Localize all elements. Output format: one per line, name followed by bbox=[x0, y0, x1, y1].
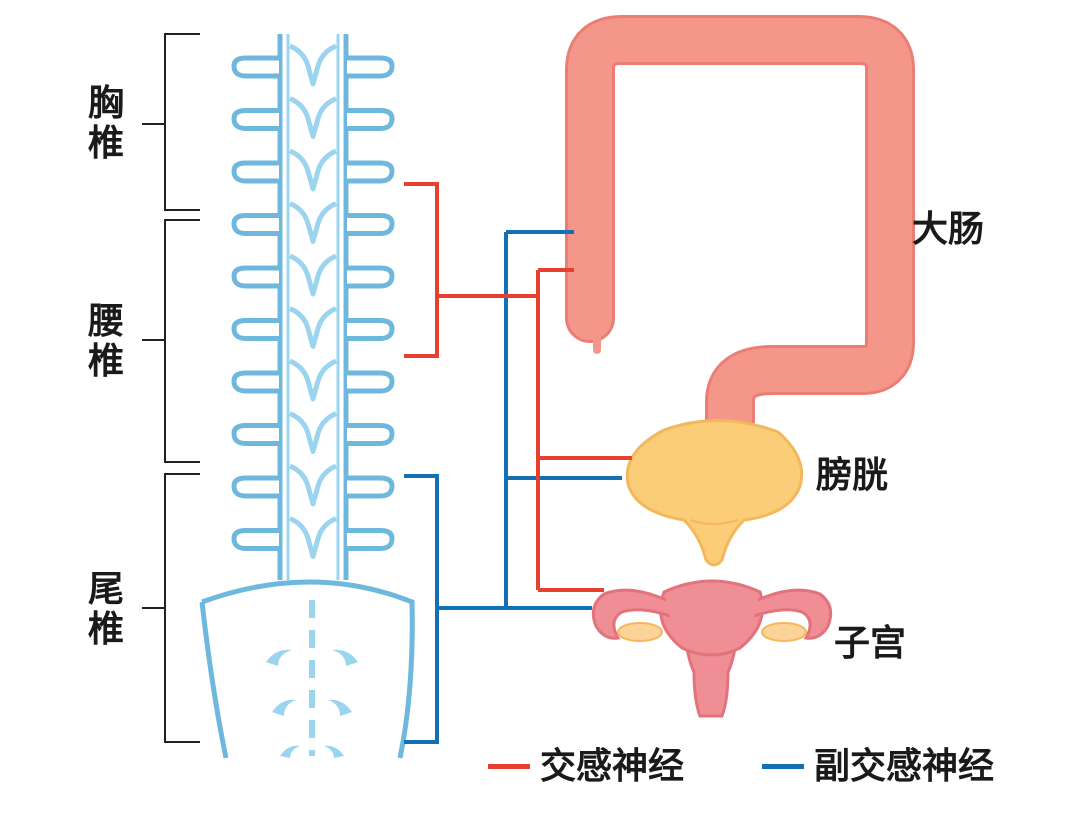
spinal-cord-segment bbox=[288, 148, 338, 192]
lumbar-char-1: 腰 bbox=[87, 301, 124, 342]
uterus bbox=[591, 579, 833, 718]
sacral-foramina bbox=[266, 649, 358, 758]
legend-sympathetic-label: 交感神经 bbox=[540, 746, 685, 787]
vertebra-left-process bbox=[231, 423, 279, 446]
vertebra-right-process bbox=[347, 160, 395, 184]
bladder bbox=[625, 418, 804, 567]
bladder-label: 膀胱 bbox=[816, 455, 889, 496]
vertebra-right-process bbox=[347, 108, 395, 131]
vertebra-right-process bbox=[347, 265, 395, 289]
spinal-cord-segment bbox=[288, 411, 338, 454]
spinal-cord-segment bbox=[288, 253, 338, 297]
vertebra-left-process bbox=[231, 108, 279, 131]
vertebra-left-process bbox=[231, 370, 279, 394]
vertebrae-group bbox=[231, 34, 395, 580]
spinal-cord-segment bbox=[288, 43, 338, 87]
vertebra-right-process bbox=[347, 318, 395, 341]
vertebra-left-process bbox=[231, 160, 279, 184]
spinal-cord-segment bbox=[288, 306, 338, 349]
colon bbox=[565, 15, 915, 445]
vertebra-left-process bbox=[231, 55, 279, 79]
sacral-label: 尾 椎 bbox=[86, 572, 126, 652]
thoracic-label: 胸 椎 bbox=[86, 86, 126, 166]
sacral-char-1: 尾 bbox=[87, 569, 124, 610]
sacrum bbox=[199, 579, 415, 759]
vertebra-right-process bbox=[347, 475, 395, 499]
vertebra-left-process bbox=[231, 213, 279, 236]
legend-parasympathetic-swatch bbox=[762, 764, 804, 769]
vertebra-right-process bbox=[347, 528, 395, 551]
vertebra-right-process bbox=[347, 423, 395, 446]
spinal-cord-segment bbox=[288, 358, 338, 402]
spinal-cord-segment bbox=[288, 463, 338, 507]
vertebra-right-process bbox=[347, 55, 395, 79]
vertebra-left-process bbox=[231, 265, 279, 289]
vertebra-right-process bbox=[347, 213, 395, 236]
spinal-cord-segment bbox=[288, 201, 338, 244]
lumbar-label: 腰 椎 bbox=[86, 304, 126, 384]
vertebra-right-process bbox=[347, 370, 395, 394]
vertebra-brackets bbox=[142, 33, 200, 743]
spinal-cord-segment bbox=[288, 516, 338, 559]
vertebra-left-process bbox=[231, 475, 279, 499]
lumbar-char-2: 椎 bbox=[87, 341, 124, 382]
sacral-bracket bbox=[164, 473, 200, 743]
uterus-label: 子宫 bbox=[834, 623, 907, 664]
sacral-char-2: 椎 bbox=[87, 609, 124, 650]
colon-label: 大肠 bbox=[912, 209, 985, 250]
legend-sympathetic-swatch bbox=[488, 764, 530, 769]
lumbar-bracket bbox=[164, 219, 200, 463]
thoracic-bracket bbox=[164, 33, 200, 211]
legend-parasympathetic-label: 副交感神经 bbox=[814, 746, 995, 787]
spine bbox=[199, 34, 415, 759]
vertebra-left-process bbox=[231, 318, 279, 341]
spinal-cord-segment bbox=[288, 96, 338, 139]
vertebra-left-process bbox=[231, 528, 279, 551]
sympathetic-nerves bbox=[404, 182, 632, 592]
thoracic-char-2: 椎 bbox=[87, 123, 124, 164]
thoracic-char-1: 胸 bbox=[87, 83, 124, 124]
